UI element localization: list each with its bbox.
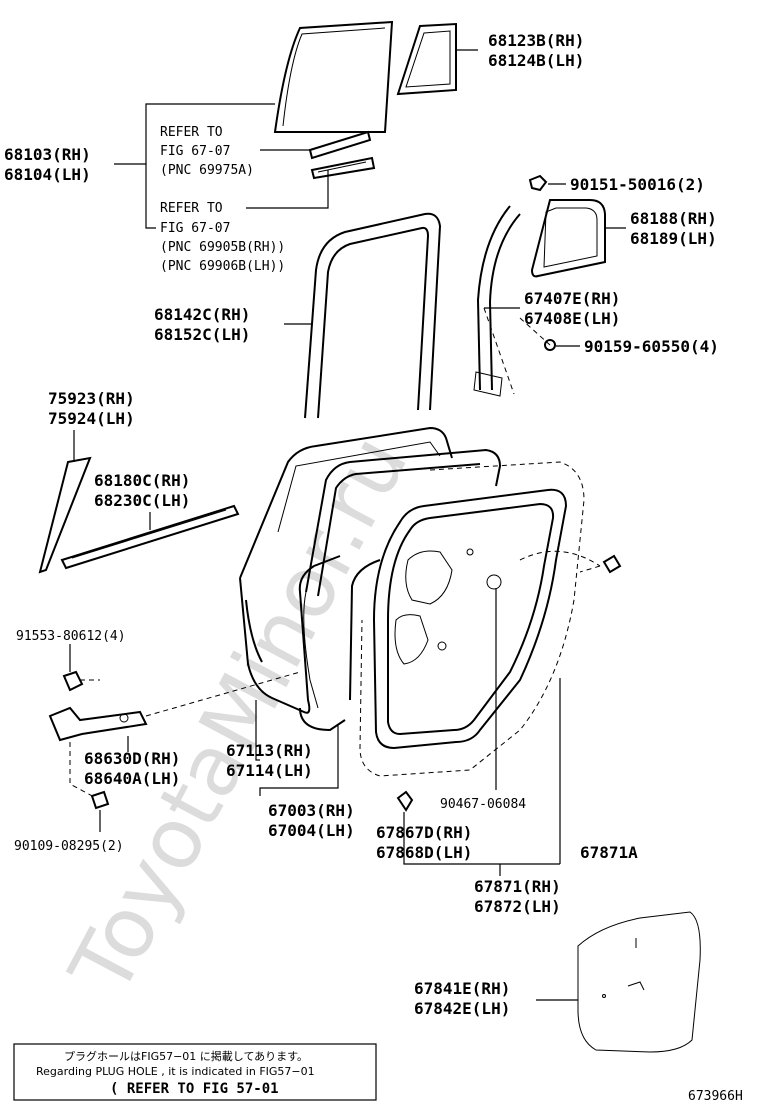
- label-91553: 91553-80612(4): [16, 629, 126, 644]
- label-67867D: 67867D(RH): [376, 823, 472, 842]
- division-bar-part: [473, 205, 521, 397]
- clip-90151: [528, 174, 548, 192]
- label-68104: 68104(LH): [4, 165, 91, 184]
- label-67113: 67113(RH): [226, 741, 313, 760]
- clip-67867D: [396, 790, 414, 812]
- label-67004: 67004(LH): [268, 821, 355, 840]
- label-90109: 90109-08295(2): [14, 839, 124, 854]
- label-67407E: 67407E(RH): [524, 289, 620, 308]
- quarter-weatherstrip-part: [530, 199, 606, 278]
- label-75924: 75924(LH): [48, 409, 135, 428]
- refer-b-line1: REFER TO: [160, 201, 223, 216]
- refer-b-line4: (PNC 69906B(LH)): [160, 259, 285, 274]
- label-67868D: 67868D(LH): [376, 843, 472, 862]
- door-inner-panel-part: [303, 448, 502, 709]
- label-68189: 68189(LH): [630, 229, 717, 248]
- label-67871A: 67871A: [580, 843, 638, 862]
- bolt-91553: [62, 670, 84, 692]
- belt-strip-upper: [308, 130, 372, 160]
- glass-run-channel-part: [304, 212, 442, 419]
- quarter-glass-part: [396, 22, 457, 96]
- refer-b-line2: FIG 67-07: [160, 221, 230, 236]
- plug-hole-note: プラグホールはFIG57−01 に掲載してあります。 Regarding PLU…: [13, 1043, 377, 1101]
- label-68180C: 68180C(RH): [94, 471, 190, 490]
- outer-belt-molding-part: [60, 504, 240, 570]
- label-67114: 67114(LH): [226, 761, 313, 780]
- refer-a-line3: (PNC 69975A): [160, 163, 254, 178]
- seal-dashed-outline: [359, 461, 601, 777]
- plug-note-en: Regarding PLUG HOLE , it is indicated in…: [36, 1065, 315, 1078]
- diagram-id: 673966H: [688, 1089, 743, 1104]
- label-67841E: 67841E(RH): [414, 979, 510, 998]
- label-68230C: 68230C(LH): [94, 491, 190, 510]
- pillar-molding-part: [38, 456, 92, 574]
- label-68123B: 68123B(RH): [488, 31, 584, 50]
- door-hinge-part: [48, 706, 148, 742]
- label-90151: 90151-50016(2): [570, 175, 705, 194]
- label-67003: 67003(RH): [268, 801, 355, 820]
- label-67871: 67871(RH): [474, 877, 561, 896]
- label-68630D: 68630D(RH): [84, 749, 180, 768]
- service-hole-cover-part: [577, 911, 701, 1053]
- label-75923: 75923(RH): [48, 389, 135, 408]
- belt-strip-lower: [310, 156, 376, 180]
- inner-panel-cutouts: [394, 548, 502, 665]
- label-68152C: 68152C(LH): [154, 325, 250, 344]
- refer-b-line3: (PNC 69905B(RH)): [160, 240, 285, 255]
- clip-right: [602, 554, 622, 574]
- plug-note-jp: プラグホールはFIG57−01 に掲載してあります。: [64, 1049, 308, 1063]
- label-90467: 90467-06084: [440, 797, 526, 812]
- screw-90159: [544, 339, 556, 351]
- bolt-90109: [90, 790, 110, 810]
- refer-a-line1: REFER TO: [160, 125, 223, 140]
- label-67842E: 67842E(LH): [414, 999, 510, 1018]
- leader-lines: [69, 49, 626, 1001]
- label-68142C: 68142C(RH): [154, 305, 250, 324]
- door-shell-part: [239, 426, 453, 732]
- label-68124B: 68124B(LH): [488, 51, 584, 70]
- label-68103: 68103(RH): [4, 145, 91, 164]
- label-90159: 90159-60550(4): [584, 337, 719, 356]
- door-weatherstrip-part: [372, 488, 568, 750]
- label-67872: 67872(LH): [474, 897, 561, 916]
- label-67408E: 67408E(LH): [524, 309, 620, 328]
- label-68188: 68188(RH): [630, 209, 717, 228]
- refer-a-line2: FIG 67-07: [160, 144, 230, 159]
- plug-note-refer: ( REFER TO FIG 57-01: [110, 1081, 279, 1097]
- label-68640A: 68640A(LH): [84, 769, 180, 788]
- door-glass-part: [273, 20, 394, 133]
